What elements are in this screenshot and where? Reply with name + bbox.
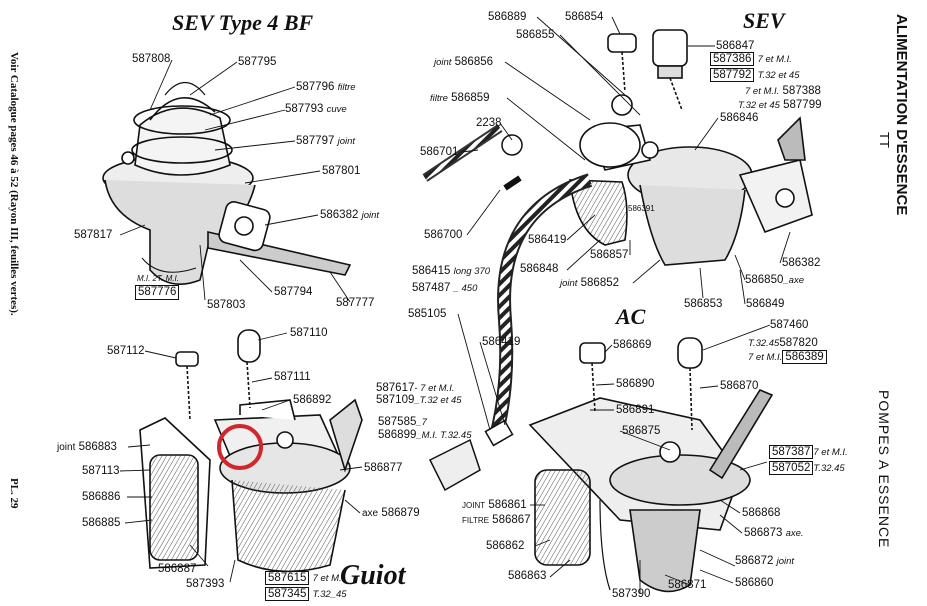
part-586863: 586863 xyxy=(508,570,547,582)
part-587801: 587801 xyxy=(322,165,361,177)
part-586389: 7 et M.I.586389 xyxy=(748,350,827,364)
title-sev-type-4bf: SEV Type 4 BF xyxy=(172,10,314,35)
part-587792: 587792 T.32 et 45 xyxy=(710,68,799,82)
part-586419-sev: 586419 xyxy=(528,234,567,246)
fuel-hoses xyxy=(422,124,593,492)
catalog-reference-note: Voir Catalogue pages 46 à 52 (Rayon III,… xyxy=(8,52,20,316)
part-587799: T.32 et 45 587799 xyxy=(738,99,822,111)
part-586869: 586869 xyxy=(613,339,652,351)
part-586853: 586853 xyxy=(684,298,723,310)
plate-number: PL. 29 xyxy=(8,478,20,509)
part-587393: 587393 xyxy=(186,578,225,590)
part-586885: 586885 xyxy=(82,517,121,529)
sev-pump xyxy=(569,29,813,266)
ac-pump xyxy=(528,337,774,593)
part-586892: 586892 xyxy=(293,394,332,406)
part-586846: 586846 xyxy=(720,112,759,124)
sev-4bf-pump xyxy=(102,81,352,286)
part-586862: 586862 xyxy=(486,540,525,552)
part-587111: 587111 xyxy=(274,371,311,383)
part-587808: 587808 xyxy=(132,53,171,65)
part-586870: 586870 xyxy=(720,380,759,392)
part-587487: 587487 _ 450 xyxy=(412,282,478,294)
part-586889: 586889 xyxy=(488,11,527,23)
part-586887: 586887 xyxy=(158,563,197,575)
part-585105: 585105 xyxy=(408,308,447,320)
part-587386: 587386 7 et M.I. xyxy=(710,52,792,66)
section-title-pompes: POMPES A ESSENCE xyxy=(876,390,892,549)
highlight-circle xyxy=(217,424,263,470)
part-586701: 586701 xyxy=(420,146,459,158)
part-586875: 586875 xyxy=(622,425,661,437)
part-587615: 587615 7 et M.I. xyxy=(265,571,347,585)
part-587388: 7 et M.I. 587388 xyxy=(745,85,821,97)
part-586382-sev: 586382 xyxy=(782,257,821,269)
part-586857: 586857 xyxy=(590,249,629,261)
part-586854: 586854 xyxy=(565,11,604,23)
part-586868: 586868 xyxy=(742,507,781,519)
part-586877: 586877 xyxy=(364,462,403,474)
part-587390: 587390 xyxy=(612,588,651,600)
part-586899: 586899_M.I. T.32.45 xyxy=(378,429,472,441)
handwritten-note: M.I. 2T. M.I. xyxy=(137,274,179,283)
part-587794: 587794 xyxy=(274,286,313,298)
part-587112: 587112 xyxy=(107,345,145,357)
part-587796: 587796 filtre xyxy=(296,81,356,93)
part-586872: 586872 joint xyxy=(735,555,795,567)
part-586879: axe 586879 xyxy=(362,507,420,519)
part-586886: 586886 xyxy=(82,491,121,503)
part-587109: 587109_T.32 et 45 xyxy=(376,394,462,406)
part-586391: 586391 xyxy=(628,204,655,213)
part-587793: 587793 cuve xyxy=(285,103,347,115)
part-586847: 586847 xyxy=(716,40,755,52)
part-587110: 587110 xyxy=(290,327,328,339)
part-586852: joint 586852 xyxy=(560,277,620,289)
part-587820: T.32.45587820 xyxy=(748,337,818,349)
title-guiot: Guiot xyxy=(340,560,406,591)
part-587585: 587585_7 xyxy=(378,416,427,428)
part-586883: joint 586883 xyxy=(57,441,117,453)
part-586855: 586855 xyxy=(516,29,555,41)
part-586382-joint: 586382 joint xyxy=(320,209,380,221)
part-587776: 587776 xyxy=(135,285,180,300)
part-587460: 587460 xyxy=(770,319,809,331)
part-586861: JOINT 586861 xyxy=(462,499,527,511)
part-586860: 586860 xyxy=(735,577,774,589)
part-586700: 586700 xyxy=(424,229,463,241)
part-587817: 587817 xyxy=(74,229,113,241)
section-subtitle-tt: TT xyxy=(877,132,892,148)
part-587617: 587617- 7 et M.I. xyxy=(376,382,455,394)
part-586871: 586871 xyxy=(668,579,707,591)
part-587797: 587797 joint xyxy=(296,135,356,147)
part-586850: 586850_axe xyxy=(745,274,804,286)
leader-lines xyxy=(119,16,791,593)
part-586859: filtre 586859 xyxy=(430,92,490,104)
part-587113: 587113 xyxy=(82,465,120,477)
part-586856: joint 586856 xyxy=(434,56,494,68)
title-sev: SEV xyxy=(743,8,785,33)
part-586873: 586873 axe. xyxy=(744,527,804,539)
section-title-alimentation: ALIMENTATION D'ESSENCE xyxy=(893,14,910,216)
part-587777: 587777 xyxy=(336,297,375,309)
part-587803: 587803 xyxy=(207,299,246,311)
part-2238: 2238 xyxy=(476,117,502,129)
guiot-pump xyxy=(139,329,363,573)
part-587345: 587345 T.32_45 xyxy=(265,587,347,601)
part-586891: 586891 xyxy=(616,404,655,416)
part-586415: 586415 long 370 xyxy=(412,265,491,277)
part-586849: 586849 xyxy=(746,298,785,310)
title-ac: AC xyxy=(616,304,646,329)
part-586890: 586890 xyxy=(616,378,655,390)
part-586419-center: 586419 xyxy=(482,336,521,348)
part-586848: 586848 xyxy=(520,263,559,275)
part-587795: 587795 xyxy=(238,56,277,68)
part-586867: FILTRE 586867 xyxy=(462,514,531,526)
